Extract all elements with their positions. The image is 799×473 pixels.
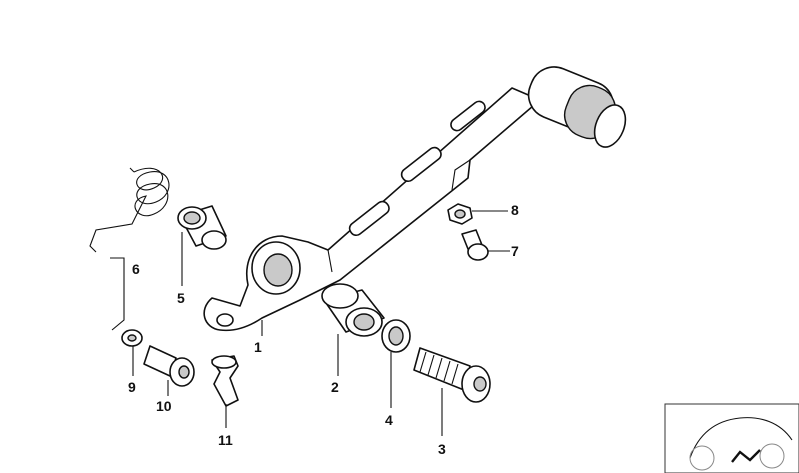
shift-lever[interactable] bbox=[203, 60, 631, 332]
callout-label: 3 bbox=[438, 441, 446, 457]
bolt-small[interactable] bbox=[461, 229, 489, 261]
nut-small[interactable] bbox=[447, 203, 473, 225]
callout-label: 9 bbox=[128, 379, 136, 395]
callout-label: 2 bbox=[331, 379, 339, 395]
bushing-large[interactable] bbox=[321, 283, 385, 337]
retaining-clip[interactable] bbox=[211, 355, 239, 407]
bolt-large[interactable] bbox=[413, 347, 491, 403]
washer[interactable] bbox=[381, 319, 411, 353]
callout-label: 7 bbox=[511, 243, 519, 259]
washer-small[interactable] bbox=[121, 329, 143, 347]
callout-label: 11 bbox=[218, 432, 233, 448]
callout-label: 6 bbox=[132, 261, 140, 277]
callout-label: 10 bbox=[156, 398, 172, 414]
return-spring[interactable] bbox=[89, 167, 170, 253]
callout-label: 8 bbox=[511, 202, 519, 218]
vehicle-thumbnail bbox=[664, 403, 799, 473]
screw-socket[interactable] bbox=[143, 345, 195, 387]
sleeve[interactable] bbox=[177, 205, 227, 250]
callout-label: 4 bbox=[385, 412, 393, 428]
callout-label: 5 bbox=[177, 290, 185, 306]
callout-label: 1 bbox=[254, 339, 262, 355]
